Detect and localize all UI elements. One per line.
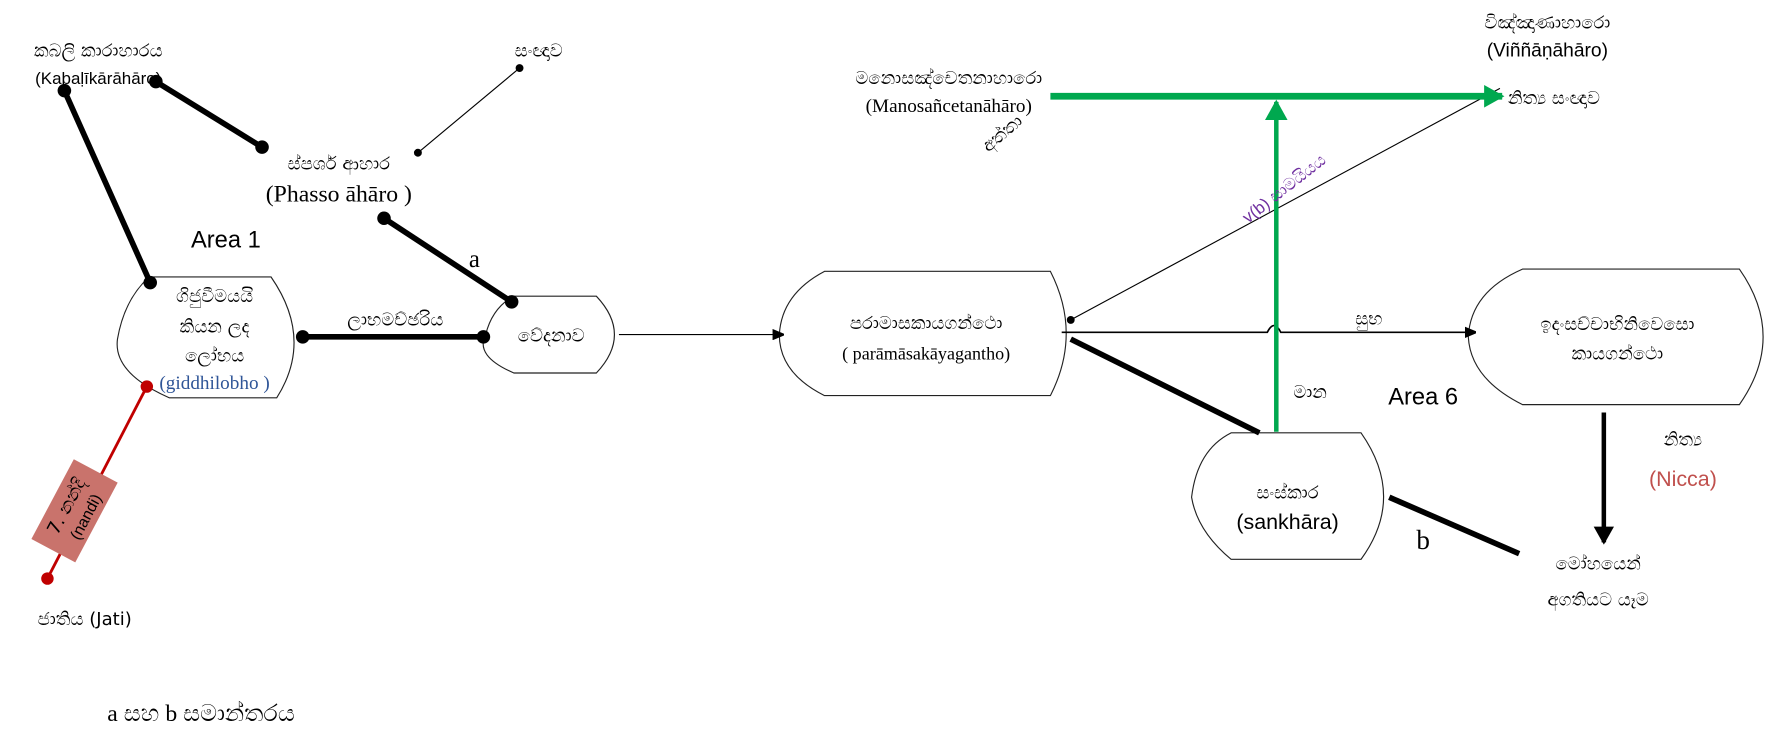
idam-line2: කායගන්ථො — [1572, 343, 1664, 364]
nicca-sanna-label: නිත්‍ය සංඥාව — [1508, 88, 1600, 109]
labha-label: ලාභමච්ඡරිය — [347, 310, 443, 331]
mana-label: මාන — [1293, 382, 1327, 403]
paramasa-label: පරාමාසකායගන්ථො — [850, 313, 1003, 334]
vinnana-pali: (Viññāṇāhāro) — [1487, 41, 1608, 62]
nicca-pali: (Nicca) — [1649, 467, 1717, 491]
sankhara-label: සංස්කාර — [1257, 482, 1319, 503]
sankhara-node-shape — [1191, 432, 1385, 560]
edge-label-a: a — [469, 246, 480, 273]
kabali-pali: (Kabaḷīkārāhāro) — [35, 69, 161, 88]
black-edges — [61, 79, 1521, 557]
paramasa-pali: ( parāmāsakāyagantho) — [842, 343, 1010, 364]
giddhi-line1: ගිජුවීමයයි — [176, 286, 253, 307]
area1-label: Area 1 — [191, 228, 261, 254]
manosan-pali: (Manosañcetanāhāro) — [866, 96, 1032, 117]
moha-line2: අගතියට යෑම — [1547, 590, 1648, 612]
vinnana-label: විඤ්ඤාණාහාරො — [1484, 12, 1610, 33]
nandi-dot-top — [140, 380, 154, 393]
vb-label: v(b) සාමයියය — [1239, 150, 1330, 227]
subha-label: සුභ — [1355, 308, 1382, 329]
jati-label: ජාතිය (Jati) — [38, 609, 132, 630]
sanna-edge — [417, 67, 520, 154]
giddhi-line2: කියන ලද — [180, 316, 250, 337]
paramasa-node-shape — [778, 270, 1067, 397]
moha-line1: මෝහයෙන් — [1555, 553, 1640, 574]
phasso-pali: (Phasso āhāro ) — [266, 181, 412, 207]
idam-line1: ඉදංසච්චාභිනිවෙසො — [1540, 314, 1694, 335]
sanna-label: සංඥාව — [515, 41, 563, 62]
edge-label-b: b — [1416, 525, 1430, 555]
kabali-label: කබලි කාරාහාරය — [34, 41, 163, 62]
nandi-label: 7. නන්දි (nandi) — [31, 459, 118, 563]
footer-note: a සහ b සමාන්තරය — [107, 700, 295, 727]
area6-label: Area 6 — [1388, 385, 1458, 411]
atta-label: අත්තා — [978, 110, 1028, 157]
vb-edge — [1070, 87, 1501, 321]
vedana-label: වේදනාව — [518, 325, 585, 346]
sankhara-pali: (sankhāra) — [1236, 510, 1338, 534]
nandi-dot-bottom — [41, 572, 54, 585]
manosan-label: මනොසඤ්චෙතනාහාරො — [855, 68, 1042, 89]
phasso-label: ස්පර්ශ ආහාර — [288, 154, 391, 176]
giddhi-pali: (giddhilobho ) — [159, 373, 269, 394]
nicca-label: නිත්‍ය — [1664, 429, 1702, 450]
node-dots — [57, 64, 1075, 344]
giddhi-line3: ලෝභය — [185, 346, 244, 367]
vedana-node-shape — [482, 295, 615, 374]
subha-arrow — [1061, 324, 1475, 333]
idam-node-shape — [1467, 268, 1764, 406]
